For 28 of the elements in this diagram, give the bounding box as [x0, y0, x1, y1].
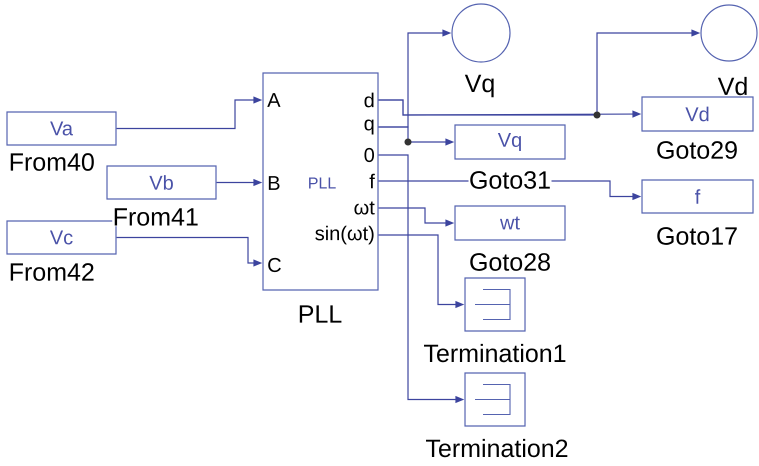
goto-block: f: [641, 179, 754, 214]
block-name: PLL: [300, 305, 342, 323]
block-name: Termination1: [424, 344, 566, 362]
port-label: ωt: [354, 201, 375, 215]
block-name: From42: [8, 262, 96, 282]
block-name: Vq: [464, 74, 494, 98]
port-label: A: [267, 93, 280, 107]
goto-block: wt: [454, 205, 566, 241]
block-name: Vd: [718, 76, 747, 96]
port-label: B: [268, 176, 280, 190]
block-name: Termination2: [426, 438, 568, 458]
goto-block: Vb: [106, 165, 217, 200]
port-label: sin(ωt): [315, 226, 374, 244]
block-name: Goto31: [468, 170, 552, 190]
block-name: Goto17: [656, 226, 739, 246]
block-name: Goto28: [468, 252, 552, 272]
goto-block: Va: [6, 111, 117, 146]
port-label: d: [364, 92, 374, 108]
block-name: Goto29: [656, 140, 739, 160]
port-label: q: [364, 120, 374, 134]
port-label: C: [268, 258, 281, 272]
block-name: From41: [112, 208, 200, 226]
goto-block: Vq: [454, 124, 566, 160]
block-name: From40: [8, 152, 96, 172]
port-label: 0: [364, 148, 374, 162]
goto-block: Vd: [641, 96, 754, 132]
block-type-label: PLL: [309, 178, 336, 188]
port-label: f: [370, 174, 375, 188]
